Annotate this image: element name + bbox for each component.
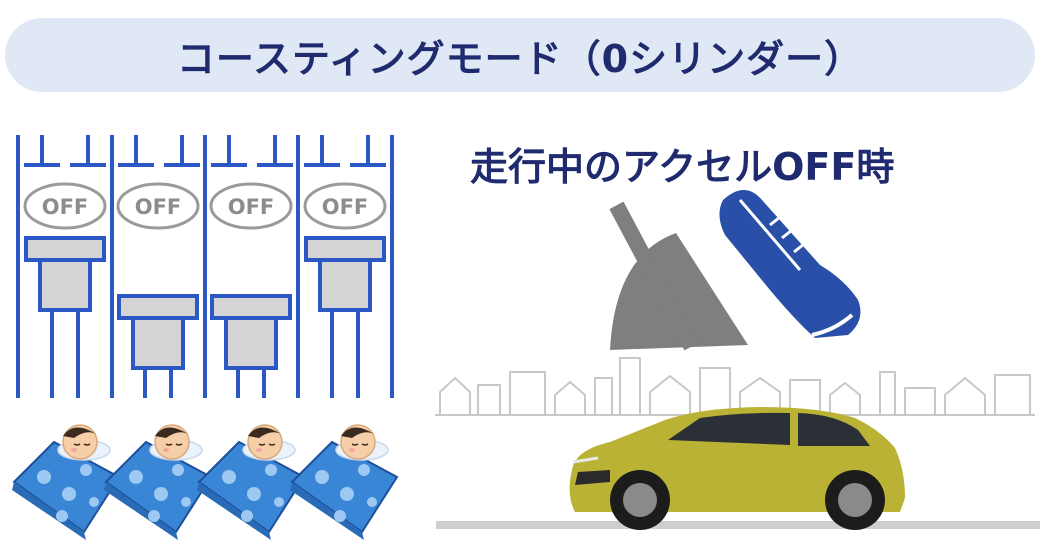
off-badge-label: OFF [322, 195, 369, 219]
subtitle: 走行中のアクセルOFF時 [470, 145, 895, 189]
off-badge-label: OFF [42, 195, 89, 219]
off-badge [303, 182, 387, 230]
title-bar: コースティングモード（0シリンダー） [5, 18, 1035, 92]
sleeping-person-icon [11, 424, 120, 541]
off-badge [209, 182, 293, 230]
off-badge-label: OFF [135, 195, 182, 219]
off-badge-label: OFF [228, 195, 275, 219]
cylinder-4: OFF [303, 135, 387, 398]
cylinder-1: OFF [23, 135, 107, 398]
cylinder-3: OFF [209, 135, 293, 398]
car-icon [569, 407, 905, 530]
cylinder-2: OFF [116, 135, 200, 398]
off-badge [116, 182, 200, 230]
accelerator-pedal-icon [609, 201, 748, 351]
cylinder-bank [16, 135, 394, 398]
off-badge [23, 182, 107, 230]
piston [24, 236, 106, 398]
town-skyline-icon [435, 357, 1035, 416]
sleeping-person-icon [103, 424, 212, 541]
piston [117, 294, 199, 398]
shoe-icon [719, 190, 861, 338]
sleeping-person-icon [196, 424, 305, 541]
road [436, 521, 1040, 529]
piston [304, 236, 386, 398]
sleeping-person-icon [289, 424, 398, 541]
piston [210, 294, 292, 398]
page-title: コースティングモード（0シリンダー） [176, 36, 864, 81]
